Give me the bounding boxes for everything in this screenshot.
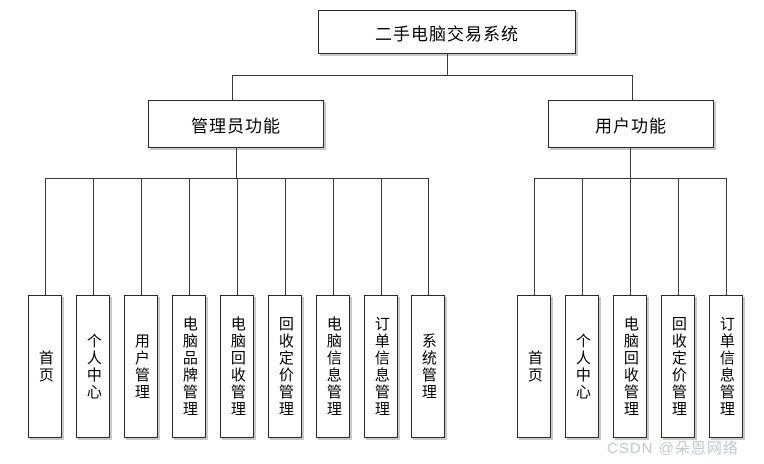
- connector-admin-leaf-4: [189, 178, 190, 295]
- node-admin-leaf-computer-recycle-management[interactable]: 电脑回收管理: [220, 295, 254, 438]
- connector-user-leaf-5: [726, 178, 727, 295]
- node-root-label: 二手电脑交易系统: [375, 24, 519, 44]
- node-branch-user[interactable]: 用户功能: [548, 100, 714, 148]
- node-admin-leaf-personal-center-label: 个人中心: [84, 332, 102, 401]
- connector-admin-bus: [45, 178, 428, 179]
- connector-drop-user: [632, 75, 633, 100]
- node-admin-leaf-computer-brand-management-label: 电脑品牌管理: [180, 315, 198, 418]
- node-admin-leaf-user-management[interactable]: 用户管理: [124, 295, 158, 438]
- node-admin-leaf-home[interactable]: 首页: [28, 295, 62, 438]
- node-branch-user-label: 用户功能: [595, 116, 667, 136]
- node-admin-leaf-personal-center[interactable]: 个人中心: [76, 295, 110, 438]
- connector-user-leaf-2: [582, 178, 583, 295]
- connector-user-leaf-1: [534, 178, 535, 295]
- node-user-leaf-personal-center[interactable]: 个人中心: [565, 295, 599, 438]
- node-user-leaf-order-info-management[interactable]: 订单信息管理: [709, 295, 743, 438]
- node-admin-leaf-order-info-management-label: 订单信息管理: [372, 315, 390, 418]
- node-user-leaf-computer-recycle-management[interactable]: 电脑回收管理: [613, 295, 647, 438]
- node-admin-leaf-home-label: 首页: [36, 349, 54, 384]
- connector-admin-leaf-7: [333, 178, 334, 295]
- node-user-leaf-home[interactable]: 首页: [517, 295, 551, 438]
- node-user-leaf-recycle-pricing-management-label: 回收定价管理: [669, 315, 687, 418]
- connector-admin-leaf-2: [93, 178, 94, 295]
- connector-admin-stem: [236, 148, 237, 178]
- node-branch-admin-label: 管理员功能: [191, 116, 281, 136]
- node-admin-leaf-recycle-pricing-management-label: 回收定价管理: [276, 315, 294, 418]
- node-admin-leaf-computer-info-management[interactable]: 电脑信息管理: [316, 295, 350, 438]
- connector-admin-leaf-6: [285, 178, 286, 295]
- node-user-leaf-personal-center-label: 个人中心: [573, 332, 591, 401]
- node-user-leaf-recycle-pricing-management[interactable]: 回收定价管理: [661, 295, 695, 438]
- node-admin-leaf-recycle-pricing-management[interactable]: 回收定价管理: [268, 295, 302, 438]
- node-root[interactable]: 二手电脑交易系统: [318, 10, 576, 54]
- node-admin-leaf-computer-recycle-management-label: 电脑回收管理: [228, 315, 246, 418]
- csdn-watermark: CSDN @朵恩网络: [607, 440, 739, 457]
- connector-admin-leaf-8: [381, 178, 382, 295]
- node-branch-admin[interactable]: 管理员功能: [148, 100, 324, 148]
- node-admin-leaf-computer-info-management-label: 电脑信息管理: [324, 315, 342, 418]
- node-admin-leaf-system-management-label: 系统管理: [419, 332, 437, 401]
- node-admin-leaf-system-management[interactable]: 系统管理: [411, 295, 445, 438]
- connector-admin-leaf-3: [141, 178, 142, 295]
- connector-root-stem: [447, 54, 448, 75]
- node-admin-leaf-user-management-label: 用户管理: [132, 332, 150, 401]
- node-admin-leaf-order-info-management[interactable]: 订单信息管理: [364, 295, 398, 438]
- node-admin-leaf-computer-brand-management[interactable]: 电脑品牌管理: [172, 295, 206, 438]
- connector-drop-admin: [232, 75, 233, 100]
- node-user-leaf-order-info-management-label: 订单信息管理: [717, 315, 735, 418]
- connector-admin-leaf-9: [428, 178, 429, 295]
- connector-user-leaf-3: [630, 178, 631, 295]
- connector-level2-bus: [232, 75, 632, 76]
- node-user-leaf-home-label: 首页: [525, 349, 543, 384]
- connector-admin-leaf-5: [237, 178, 238, 295]
- connector-admin-leaf-1: [45, 178, 46, 295]
- node-user-leaf-computer-recycle-management-label: 电脑回收管理: [621, 315, 639, 418]
- connector-user-stem: [630, 148, 631, 178]
- connector-user-leaf-4: [678, 178, 679, 295]
